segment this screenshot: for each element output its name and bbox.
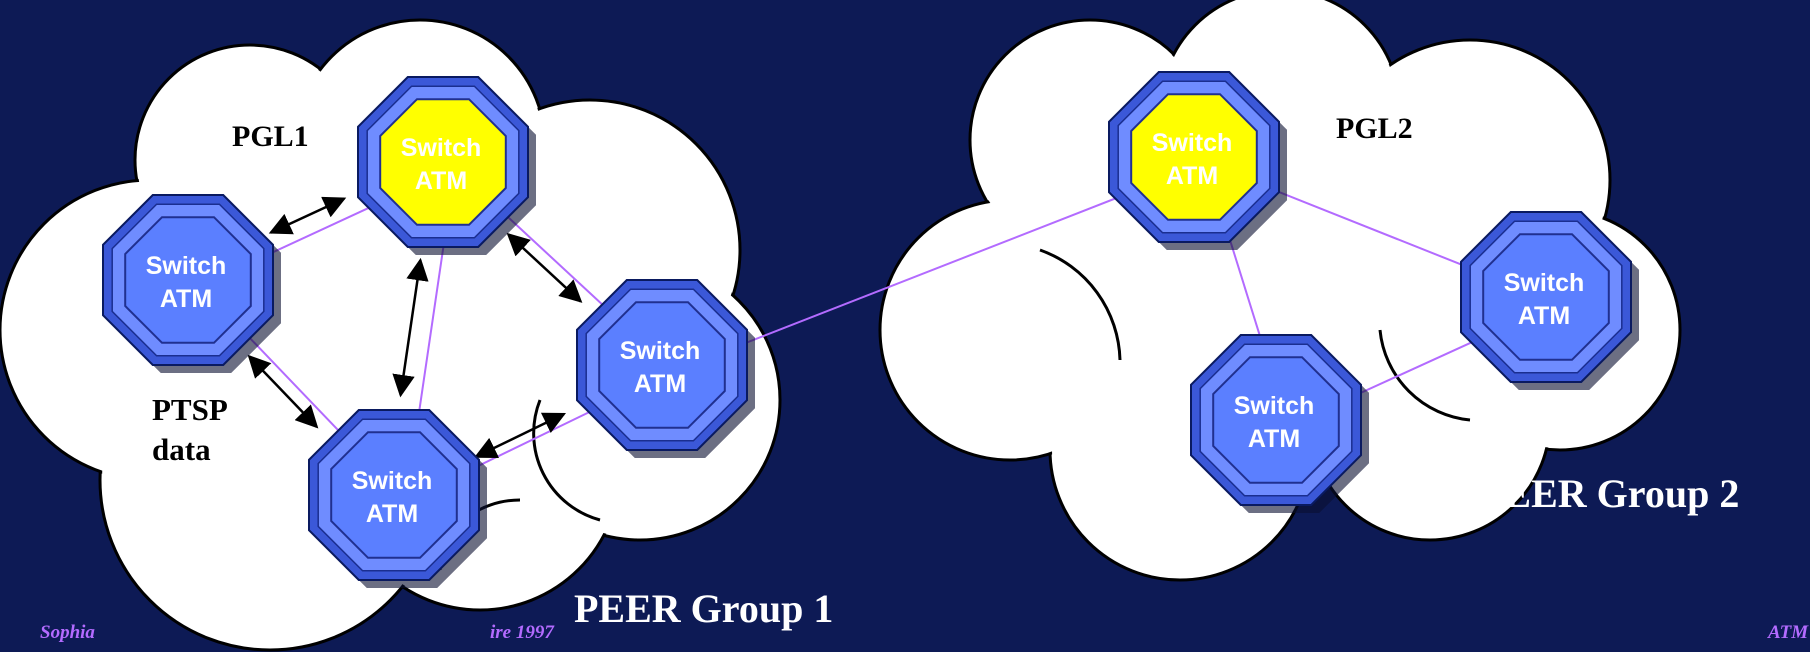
footer-left: Sophia bbox=[40, 622, 95, 643]
switch-label-line2: ATM bbox=[160, 285, 212, 313]
arrow-s3-s4 bbox=[473, 412, 567, 459]
switch-label-line1: Switch bbox=[401, 134, 482, 162]
switch-nodes: SwitchATMSwitchATMSwitchATMSwitchATMSwit… bbox=[102, 71, 1639, 588]
switch-label-line2: ATM bbox=[366, 500, 418, 528]
switch-label-line2: ATM bbox=[415, 167, 467, 195]
arrow-s1-s2 bbox=[268, 196, 347, 235]
pgl2-label: PGL2 bbox=[1336, 112, 1413, 145]
switch-label-line2: ATM bbox=[634, 370, 686, 398]
switch-label-line2: ATM bbox=[1248, 425, 1300, 453]
switch-label-line1: Switch bbox=[1152, 129, 1233, 157]
footer-right: ATM bbox=[1768, 622, 1809, 643]
peer-group-2-title: PEER Group 2 bbox=[1480, 471, 1740, 516]
switch-label-line1: Switch bbox=[352, 467, 433, 495]
peer-group-1-title: PEER Group 1 bbox=[574, 586, 834, 631]
arrow-s2-s3 bbox=[247, 354, 319, 429]
switch-label-line1: Switch bbox=[1504, 269, 1585, 297]
switch-label-line1: Switch bbox=[146, 252, 227, 280]
ptsp-data-label: data bbox=[152, 432, 211, 467]
arrow-s1-s4 bbox=[506, 232, 583, 303]
pgl1-label: PGL1 bbox=[232, 120, 309, 153]
switch-label-line2: ATM bbox=[1166, 162, 1218, 190]
arrow-s1-s3 bbox=[392, 257, 429, 398]
switch-label-line2: ATM bbox=[1518, 302, 1570, 330]
switch-label-line1: Switch bbox=[1234, 392, 1315, 420]
ptsp-label: PTSP bbox=[152, 392, 228, 427]
footer-middle: ire 1997 bbox=[490, 622, 554, 643]
signaling-arrows bbox=[247, 196, 583, 459]
switch-label-line1: Switch bbox=[620, 337, 701, 365]
